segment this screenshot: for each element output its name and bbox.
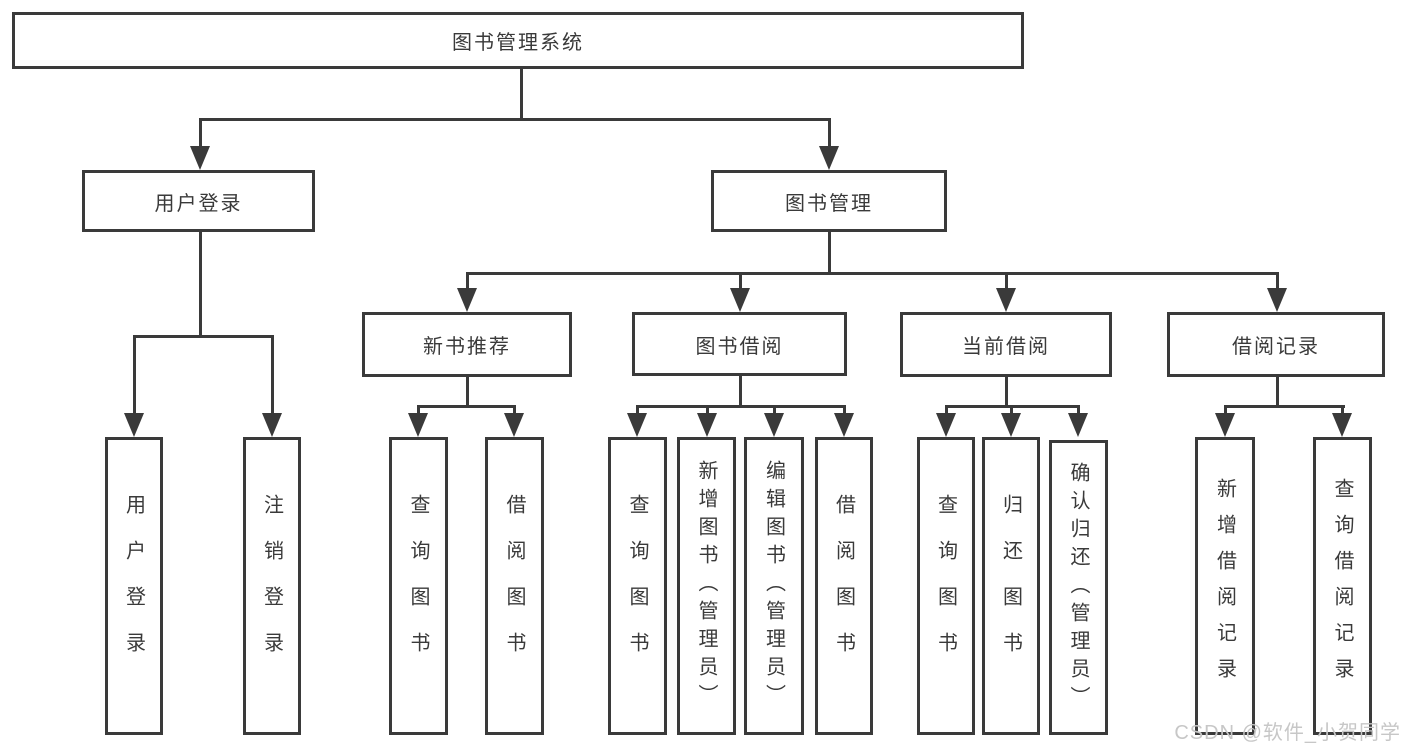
leaf-bb-borrow-books: 借阅图书 [815, 437, 873, 735]
leaf-cb-query-books: 查询图书 [917, 437, 975, 735]
connector-line [828, 118, 831, 150]
connector-line [1077, 405, 1080, 417]
leaf-cb-return-books: 归还图书 [982, 437, 1040, 735]
arrow-down-icon [627, 413, 647, 437]
leaf-bb-edit-books-admin: 编辑图书（管理员） [744, 437, 804, 735]
connector-line [1005, 377, 1008, 408]
connector-line [739, 376, 742, 408]
connector-line [1276, 272, 1279, 292]
connector-line [636, 405, 639, 417]
arrow-down-icon [124, 413, 144, 437]
connector-line [466, 377, 469, 408]
node-user-login: 用户登录 [82, 170, 315, 232]
connector-line [1224, 405, 1227, 417]
connector-line [466, 272, 469, 292]
arrow-down-icon [408, 413, 428, 437]
arrow-down-icon [764, 413, 784, 437]
connector-line [773, 405, 776, 417]
node-borrow-records: 借阅记录 [1167, 312, 1385, 377]
arrow-down-icon [1068, 413, 1088, 437]
leaf-br-add-record: 新增借阅记录 [1195, 437, 1255, 735]
node-book-management: 图书管理 [711, 170, 947, 232]
arrow-down-icon [1267, 288, 1287, 312]
connector-line [417, 405, 420, 417]
arrow-down-icon [819, 146, 839, 170]
arrow-down-icon [730, 288, 750, 312]
connector-line [945, 405, 948, 417]
connector-line [199, 232, 202, 338]
connector-line [1005, 272, 1008, 292]
arrow-down-icon [1215, 413, 1235, 437]
connector-line [1224, 405, 1345, 408]
arrow-down-icon [504, 413, 524, 437]
arrow-down-icon [262, 413, 282, 437]
connector-line [739, 272, 742, 292]
leaf-user-login: 用户登录 [105, 437, 163, 735]
leaf-nb-borrow-books: 借阅图书 [485, 437, 544, 735]
arrow-down-icon [834, 413, 854, 437]
connector-line [417, 405, 516, 408]
connector-line [1010, 405, 1013, 417]
node-new-book-recommend: 新书推荐 [362, 312, 572, 377]
leaf-nb-query-books: 查询图书 [389, 437, 448, 735]
arrow-down-icon [1001, 413, 1021, 437]
connector-line [706, 405, 709, 417]
connector-line [199, 118, 202, 150]
arrow-down-icon [457, 288, 477, 312]
arrow-down-icon [1332, 413, 1352, 437]
node-current-borrowing: 当前借阅 [900, 312, 1112, 377]
leaf-bb-add-books-admin: 新增图书（管理员） [677, 437, 736, 735]
arrow-down-icon [190, 146, 210, 170]
arrow-down-icon [996, 288, 1016, 312]
leaf-bb-query-books: 查询图书 [608, 437, 667, 735]
connector-line [133, 335, 274, 338]
connector-line [133, 335, 136, 417]
connector-line [520, 66, 523, 121]
arrow-down-icon [697, 413, 717, 437]
node-book-borrowing: 图书借阅 [632, 312, 847, 376]
arrow-down-icon [936, 413, 956, 437]
connector-line [513, 405, 516, 417]
connector-line [636, 405, 846, 408]
leaf-logout: 注销登录 [243, 437, 301, 735]
connector-line [466, 272, 1279, 275]
connector-line [271, 335, 274, 417]
leaf-cb-confirm-return-admin: 确认归还（管理员） [1049, 440, 1108, 735]
node-library-system: 图书管理系统 [12, 12, 1024, 69]
leaf-br-query-record: 查询借阅记录 [1313, 437, 1372, 735]
connector-line [1276, 377, 1279, 408]
connector-line [199, 118, 831, 121]
watermark: CSDN @软件_小贺同学 [1174, 722, 1401, 744]
connector-line [1341, 405, 1344, 417]
connector-line [843, 405, 846, 417]
connector-line [828, 232, 831, 275]
